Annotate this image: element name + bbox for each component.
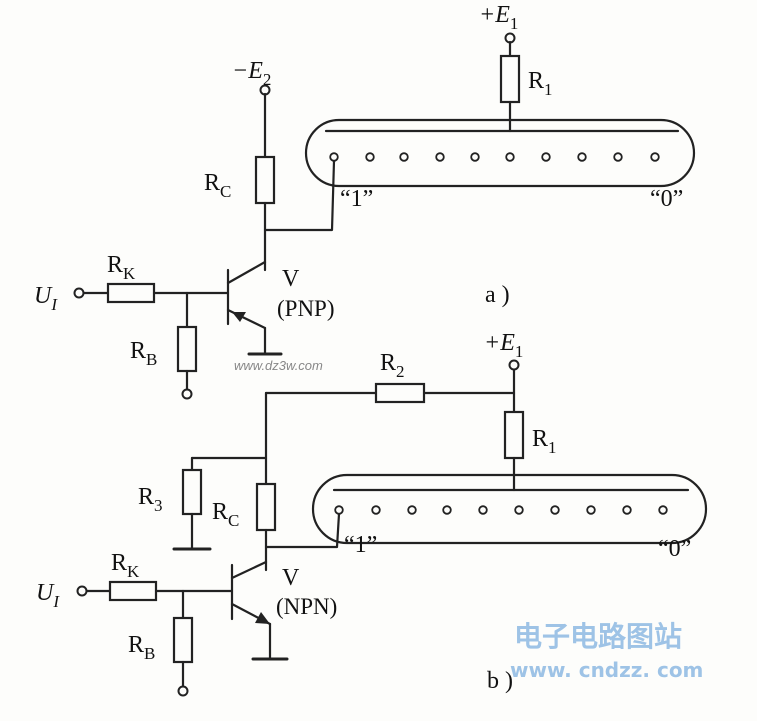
- transistor-collector-b: [230, 560, 268, 580]
- watermark-cn-title: 电子电路图站: [514, 620, 682, 653]
- resistor-rb-a: [176, 325, 198, 373]
- label-pin1-a: “1”: [340, 186, 373, 212]
- e1-terminal-b: [508, 359, 520, 371]
- label-e1-a: +E1: [479, 2, 518, 33]
- caption-b: b ): [487, 668, 513, 694]
- label-pin0-b: “0”: [658, 536, 691, 562]
- cathode-pins-a: [329, 152, 660, 162]
- label-e2-a: −E2: [232, 58, 271, 89]
- label-transistor-type-b: (NPN): [276, 594, 337, 619]
- label-rk-b: RK: [111, 550, 140, 581]
- transistor-collector-a: [226, 260, 267, 285]
- label-transistor-a: V: [282, 266, 300, 292]
- label-e1-b: +E1: [484, 330, 523, 361]
- resistor-rk-b: [108, 580, 158, 602]
- rb-terminal-b: [177, 685, 189, 697]
- caption-a: a ): [485, 282, 510, 308]
- rb-terminal-a: [181, 388, 193, 400]
- label-rb-a: RB: [130, 338, 157, 369]
- label-rk-a: RK: [107, 252, 136, 283]
- label-r1-b: R1: [532, 426, 557, 457]
- label-r1-a: R1: [528, 68, 553, 99]
- cathode-pins-b: [334, 505, 668, 515]
- label-r3-b: R3: [138, 484, 163, 515]
- label-rc-b: RC: [212, 499, 239, 530]
- display-tube-a: [304, 118, 696, 188]
- watermark-dz3w: www.dz3w.com: [234, 358, 323, 373]
- label-r2-b: R2: [380, 350, 405, 381]
- resistor-rc-b: [255, 482, 277, 532]
- label-transistor-b: V: [282, 565, 300, 591]
- resistor-rb-b: [172, 616, 194, 664]
- resistor-r1-a: [499, 54, 521, 104]
- label-rb-b: RB: [128, 632, 155, 663]
- label-rc-a: RC: [204, 170, 231, 201]
- circuit-a: [73, 32, 696, 400]
- label-transistor-type-a: (PNP): [277, 296, 335, 321]
- label-ui-a: UI: [34, 283, 58, 314]
- resistor-rk-a: [106, 282, 156, 304]
- emitter-arrow-b: [255, 612, 270, 624]
- circuit-b: [76, 359, 708, 697]
- label-pin0-a: “0”: [650, 186, 683, 212]
- display-tube-b: [311, 473, 708, 545]
- input-terminal-a: [73, 287, 85, 299]
- watermark-cn-url: www. cndzz. com: [510, 658, 703, 682]
- input-terminal-b: [76, 585, 88, 597]
- resistor-r2-b: [374, 382, 426, 404]
- label-ui-b: UI: [36, 580, 60, 611]
- resistor-r3-b: [181, 468, 203, 516]
- resistor-r1-b: [503, 410, 525, 460]
- emitter-arrow-a: [232, 312, 246, 322]
- label-pin1-b: “1”: [344, 532, 377, 558]
- resistor-rc-a: [254, 155, 276, 205]
